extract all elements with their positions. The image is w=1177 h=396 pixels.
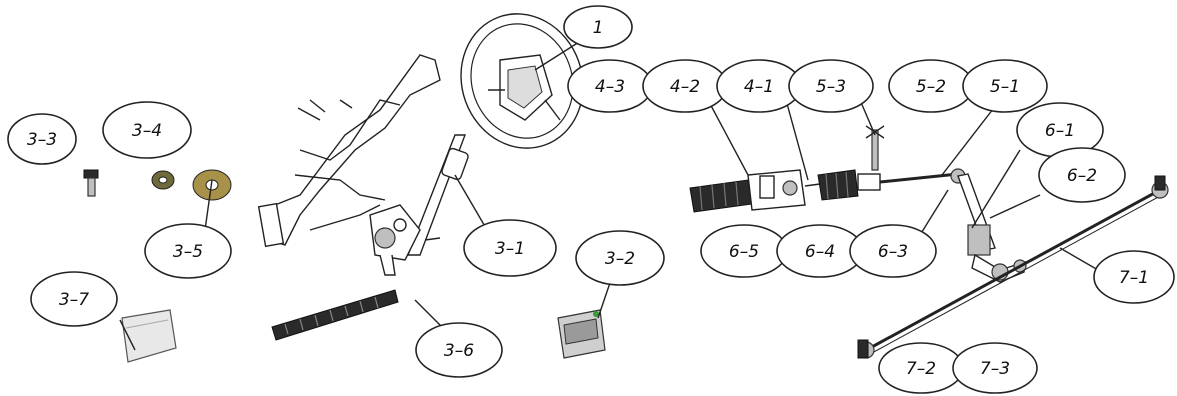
callout-label: 3–3 — [27, 130, 57, 150]
control-module-part — [557, 309, 606, 359]
steering-gear-rack — [689, 169, 881, 213]
callout-label: 7–3 — [980, 359, 1010, 379]
callout-label: 5–2 — [916, 77, 946, 97]
callout-label: 7–2 — [906, 359, 936, 379]
steering-column-bracket — [257, 54, 441, 248]
callout-label: 6–5 — [729, 242, 759, 262]
callout-1: 1 — [563, 5, 633, 49]
callout-3-2: 3–2 — [575, 230, 665, 286]
tie-rod — [865, 125, 966, 184]
callout-4-3: 4–3 — [567, 59, 653, 113]
washer-small-part — [151, 170, 175, 190]
callout-3-1: 3–1 — [463, 219, 557, 277]
callout-5-3: 5–3 — [788, 59, 874, 113]
callout-3-3: 3–3 — [7, 113, 77, 165]
callout-label: 3–5 — [173, 242, 203, 262]
callout-4-1: 4–1 — [716, 59, 802, 113]
callout-6-4: 6–4 — [776, 224, 864, 278]
callout-label: 3–2 — [605, 249, 635, 269]
callout-label: 3–4 — [132, 121, 162, 141]
mounting-plate-part — [121, 309, 177, 363]
callout-label: 6–1 — [1045, 121, 1075, 141]
callout-label: 6–2 — [1067, 166, 1097, 186]
callout-label: 3–7 — [59, 290, 89, 310]
bolt-part — [83, 169, 99, 197]
callout-label: 4–3 — [595, 77, 625, 97]
callout-6-5: 6–5 — [700, 224, 788, 278]
callout-6-1: 6–1 — [1016, 102, 1104, 158]
bellows-boot-part — [271, 289, 399, 341]
callout-4-2: 4–2 — [642, 59, 728, 113]
callout-label: 5–3 — [816, 77, 846, 97]
callout-5-2: 5–2 — [888, 59, 974, 113]
callout-7-2: 7–2 — [878, 342, 964, 394]
callout-label: 7–1 — [1119, 268, 1149, 288]
callout-7-3: 7–3 — [952, 342, 1038, 394]
steering-column-shaft — [369, 134, 469, 276]
drag-link — [857, 175, 1169, 359]
callout-7-1: 7–1 — [1093, 250, 1175, 304]
callout-label: 6–3 — [878, 242, 908, 262]
callout-label: 3–1 — [495, 239, 525, 259]
steering-wheel — [460, 13, 584, 149]
callout-label: 5–1 — [990, 77, 1020, 97]
pitman-arm-assembly — [957, 173, 1027, 283]
callout-3-6: 3–6 — [415, 322, 503, 378]
callout-label: 6–4 — [805, 242, 835, 262]
callout-label: 4–1 — [744, 77, 774, 97]
callout-3-7: 3–7 — [30, 271, 118, 327]
callout-3-4: 3–4 — [102, 101, 192, 159]
callout-label: 1 — [593, 18, 604, 38]
callout-6-2: 6–2 — [1038, 147, 1126, 203]
callout-6-3: 6–3 — [849, 224, 937, 278]
callout-label: 4–2 — [670, 77, 700, 97]
callout-5-1: 5–1 — [962, 59, 1048, 113]
callout-label: 3–6 — [444, 341, 474, 361]
callout-3-5: 3–5 — [144, 223, 232, 279]
